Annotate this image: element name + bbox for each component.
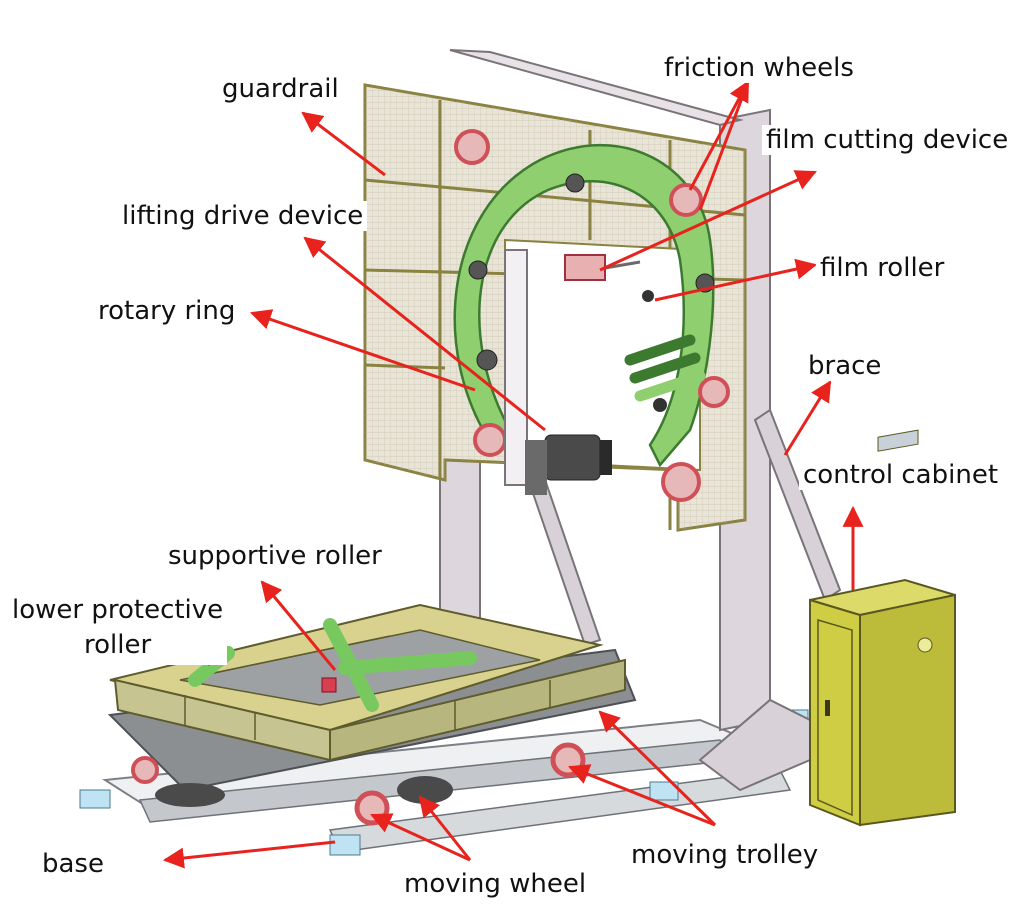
arrow-base [162, 840, 336, 869]
arrow-guardrail [301, 111, 386, 177]
label-moving-wheel: moving wheel [400, 869, 591, 899]
arrow-lifting-drive-device [303, 236, 546, 432]
label-film-roller: film roller [816, 253, 949, 283]
rotary-ring [453, 143, 715, 468]
label-film-cutting-device: film cutting device [762, 125, 1013, 155]
arrow-rotary-ring [250, 309, 476, 392]
film-rollers [624, 290, 706, 412]
label-friction-wheels: friction wheels [660, 53, 858, 83]
label-brace: brace [804, 351, 886, 381]
control-cabinet [809, 429, 956, 827]
arrow-moving-wheel-2 [418, 795, 472, 861]
arrow-moving-trolley-2 [568, 764, 716, 827]
arrow-film-cutting-device [599, 170, 817, 272]
label-control-cabinet: control cabinet [799, 460, 1003, 490]
arrow-moving-wheel-1 [370, 813, 471, 862]
label-lower-protective-roller: lower protective roller [8, 591, 228, 666]
arrow-supportive-roller [260, 580, 337, 671]
label-guardrail: guardrail [218, 74, 343, 104]
lifting-drive-motor [504, 249, 612, 495]
friction-wheels [454, 129, 730, 502]
label-base: base [38, 849, 108, 879]
arrow-friction-wheels-2 [698, 81, 750, 211]
callout-arrows [162, 80, 864, 869]
label-lifting-drive-device: lifting drive device [118, 201, 368, 231]
arrow-friction-wheels-1 [688, 80, 750, 191]
arrow-brace [783, 380, 832, 456]
film-cutting-device [564, 254, 641, 281]
label-moving-trolley: moving trolley [627, 840, 823, 870]
label-supportive-roller: supportive roller [164, 541, 386, 571]
arrow-moving-trolley-1 [598, 710, 717, 827]
label-rotary-ring: rotary ring [94, 296, 240, 326]
arrow-film-roller [654, 258, 818, 302]
